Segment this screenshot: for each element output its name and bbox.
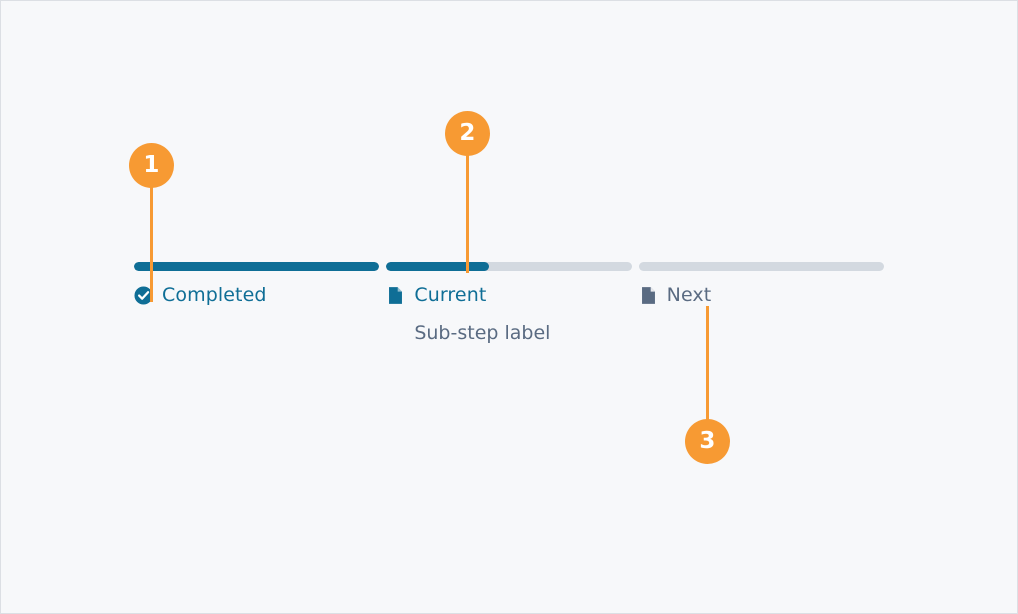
document-icon <box>641 286 655 304</box>
annotation-badge-3: 3 <box>685 419 730 464</box>
step-head-current: Current <box>386 281 486 309</box>
step-item-completed[interactable]: Completed <box>134 281 379 371</box>
document-icon <box>389 286 403 304</box>
step-item-current[interactable]: Current Sub-step label <box>386 281 631 371</box>
check-circle-icon <box>134 285 153 305</box>
annotation-badge-2: 2 <box>445 111 490 156</box>
step-bar-2-fill <box>386 262 490 271</box>
progress-track <box>134 262 884 271</box>
annotation-leader-line-3 <box>706 306 709 441</box>
step-label-completed: Completed <box>162 284 267 306</box>
annotation-badge-1: 1 <box>129 143 174 188</box>
step-bar-1-fill <box>134 262 380 271</box>
step-head-completed: Completed <box>134 281 267 309</box>
step-bar-1[interactable] <box>134 262 380 271</box>
step-item-next[interactable]: Next <box>639 281 884 371</box>
step-bar-2[interactable] <box>386 262 632 271</box>
step-label-next: Next <box>666 284 712 306</box>
step-head-next: Next <box>639 281 712 309</box>
step-sub-label-current: Sub-step label <box>414 322 551 344</box>
annotation-leader-line-2 <box>466 133 469 273</box>
step-label-current: Current <box>414 284 487 306</box>
step-bar-3[interactable] <box>638 262 884 271</box>
annotation-leader-line-1 <box>150 165 153 302</box>
step-labels-row: Completed Current Sub-step label Next <box>134 281 884 371</box>
